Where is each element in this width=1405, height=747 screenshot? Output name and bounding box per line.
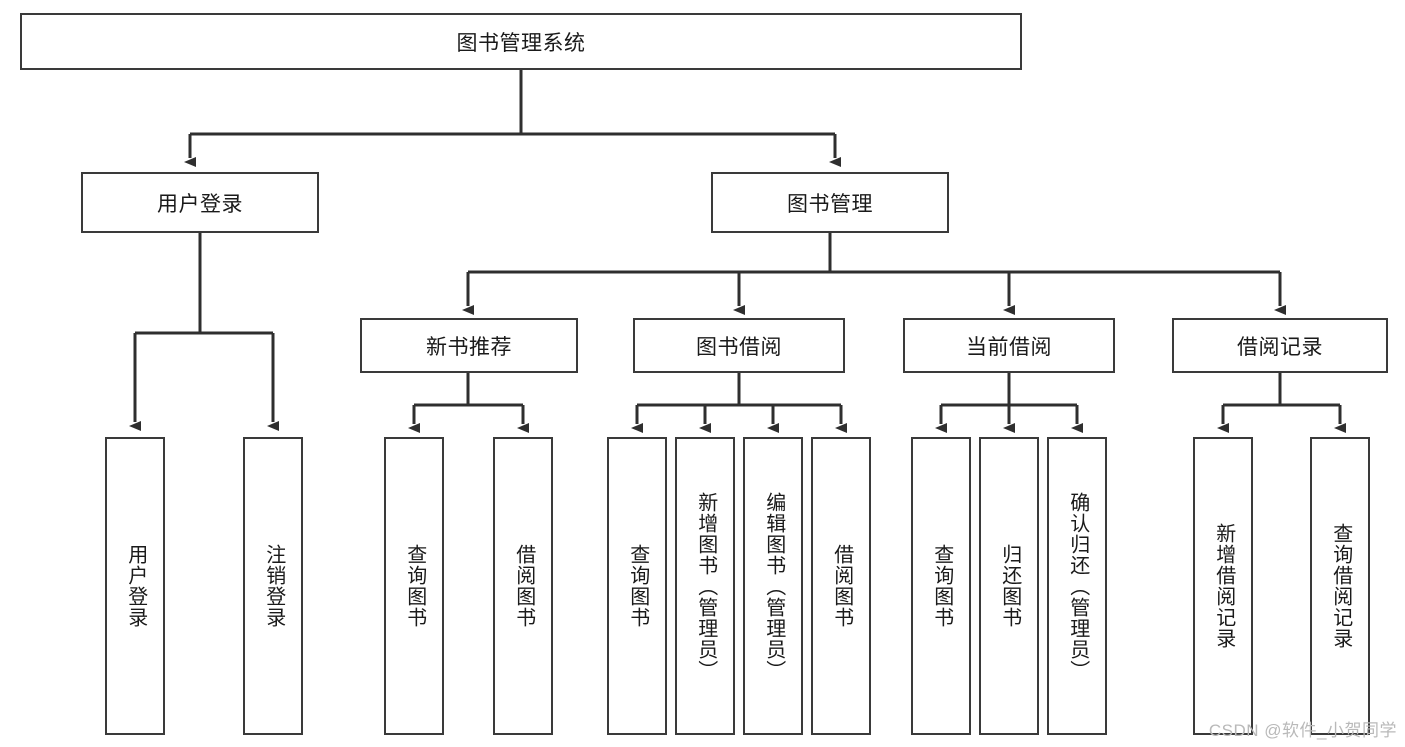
leaf-book-borrow-4[interactable]: 借阅图书 [811, 437, 871, 735]
leaf-book-borrow-4-label: 借阅图书 [830, 544, 853, 628]
leaf-book-borrow-1[interactable]: 查询图书 [607, 437, 667, 735]
node-user-login-label: 用户登录 [157, 192, 243, 216]
node-current-borrow[interactable]: 当前借阅 [903, 318, 1115, 373]
leaf-book-borrow-2[interactable]: 新增图书（管理员） [675, 437, 735, 735]
node-new-book-recommend[interactable]: 新书推荐 [360, 318, 578, 373]
leaf-new-book-1[interactable]: 查询图书 [384, 437, 444, 735]
leaf-user-login-1-label: 用户登录 [124, 544, 147, 628]
leaf-book-borrow-1-label: 查询图书 [626, 544, 649, 628]
node-book-manage[interactable]: 图书管理 [711, 172, 949, 233]
leaf-user-login-2[interactable]: 注销登录 [243, 437, 303, 735]
leaf-borrow-record-1-label: 新增借阅记录 [1212, 523, 1235, 649]
leaf-current-borrow-1-label: 查询图书 [930, 544, 953, 628]
node-book-manage-label: 图书管理 [787, 192, 873, 216]
leaf-user-login-2-label: 注销登录 [262, 544, 285, 628]
leaf-current-borrow-3[interactable]: 确认归还（管理员） [1047, 437, 1107, 735]
csdn-watermark: CSDN @软件_小贺同学 [1208, 721, 1397, 740]
node-book-borrow[interactable]: 图书借阅 [633, 318, 845, 373]
node-root-label: 图书管理系统 [456, 31, 586, 55]
leaf-book-borrow-3-label: 编辑图书（管理员） [762, 491, 785, 681]
leaf-new-book-1-label: 查询图书 [403, 544, 426, 628]
node-root[interactable]: 图书管理系统 [20, 13, 1022, 70]
leaf-current-borrow-2-label: 归还图书 [998, 544, 1021, 628]
leaf-new-book-2[interactable]: 借阅图书 [493, 437, 553, 735]
leaf-borrow-record-1[interactable]: 新增借阅记录 [1193, 437, 1253, 735]
leaf-current-borrow-1[interactable]: 查询图书 [911, 437, 971, 735]
node-user-login[interactable]: 用户登录 [81, 172, 319, 233]
node-current-borrow-label: 当前借阅 [966, 335, 1052, 359]
leaf-new-book-2-label: 借阅图书 [512, 544, 535, 628]
leaf-borrow-record-2[interactable]: 查询借阅记录 [1310, 437, 1370, 735]
leaf-borrow-record-2-label: 查询借阅记录 [1329, 523, 1352, 649]
node-book-borrow-label: 图书借阅 [696, 335, 782, 359]
node-borrow-record[interactable]: 借阅记录 [1172, 318, 1388, 373]
leaf-user-login-1[interactable]: 用户登录 [105, 437, 165, 735]
leaf-current-borrow-3-label: 确认归还（管理员） [1066, 491, 1089, 681]
leaf-current-borrow-2[interactable]: 归还图书 [979, 437, 1039, 735]
leaf-book-borrow-3[interactable]: 编辑图书（管理员） [743, 437, 803, 735]
node-new-book-recommend-label: 新书推荐 [426, 335, 512, 359]
node-borrow-record-label: 借阅记录 [1237, 335, 1323, 359]
leaf-book-borrow-2-label: 新增图书（管理员） [694, 491, 717, 681]
